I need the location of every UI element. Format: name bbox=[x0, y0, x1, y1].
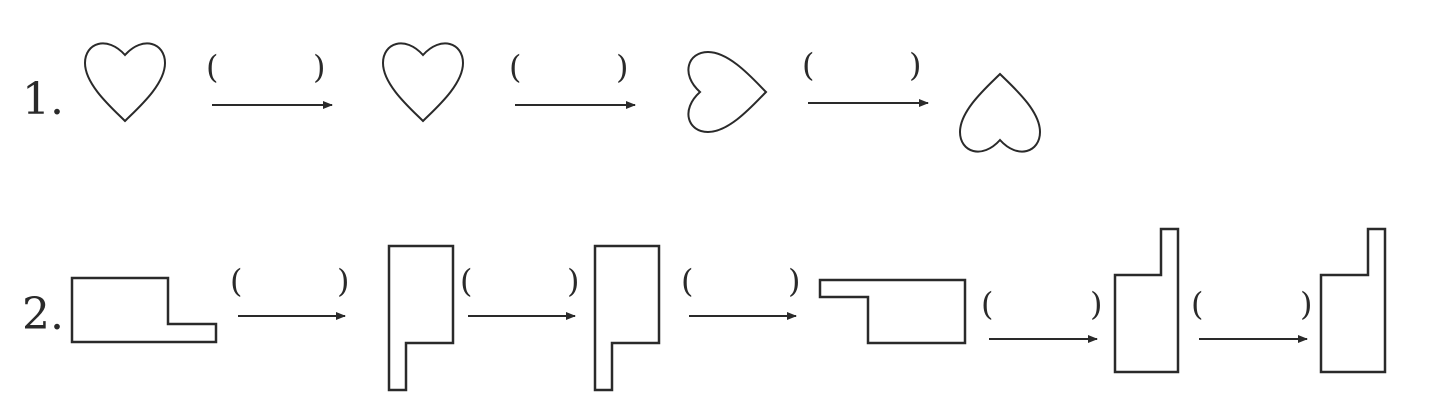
blank-open-r2-4[interactable]: ( bbox=[981, 285, 993, 323]
problem-number-2: 2. bbox=[22, 289, 64, 340]
blank-close-r1-3[interactable]: ) bbox=[909, 46, 921, 84]
blank-close-r2-3[interactable]: ) bbox=[788, 262, 800, 300]
blank-open-r2-3[interactable]: ( bbox=[681, 262, 693, 300]
blank-open-r2-1[interactable]: ( bbox=[230, 262, 242, 300]
blank-open-r1-2[interactable]: ( bbox=[509, 48, 521, 86]
l-shape-4 bbox=[818, 278, 967, 345]
blank-close-r2-4[interactable]: ) bbox=[1090, 285, 1102, 323]
heart-shape-4 bbox=[958, 72, 1042, 153]
l-shape-3 bbox=[593, 244, 661, 392]
blank-close-r1-1[interactable]: ) bbox=[313, 48, 325, 86]
problem-number-1: 1. bbox=[22, 74, 64, 125]
l-shape-1 bbox=[70, 276, 218, 344]
heart-shape-3 bbox=[687, 50, 768, 134]
blank-close-r2-5[interactable]: ) bbox=[1300, 285, 1312, 323]
heart-shape-1 bbox=[83, 42, 167, 123]
l-shape-2 bbox=[387, 244, 455, 392]
blank-open-r2-2[interactable]: ( bbox=[460, 262, 472, 300]
blank-open-r1-1[interactable]: ( bbox=[206, 48, 218, 86]
heart-shape-2 bbox=[381, 42, 465, 123]
l-shape-6 bbox=[1319, 227, 1387, 374]
blank-close-r1-2[interactable]: ) bbox=[616, 48, 628, 86]
blank-close-r2-2[interactable]: ) bbox=[567, 262, 579, 300]
blank-close-r2-1[interactable]: ) bbox=[337, 262, 349, 300]
blank-open-r1-3[interactable]: ( bbox=[802, 46, 814, 84]
blank-open-r2-5[interactable]: ( bbox=[1191, 285, 1203, 323]
l-shape-5 bbox=[1113, 227, 1180, 374]
